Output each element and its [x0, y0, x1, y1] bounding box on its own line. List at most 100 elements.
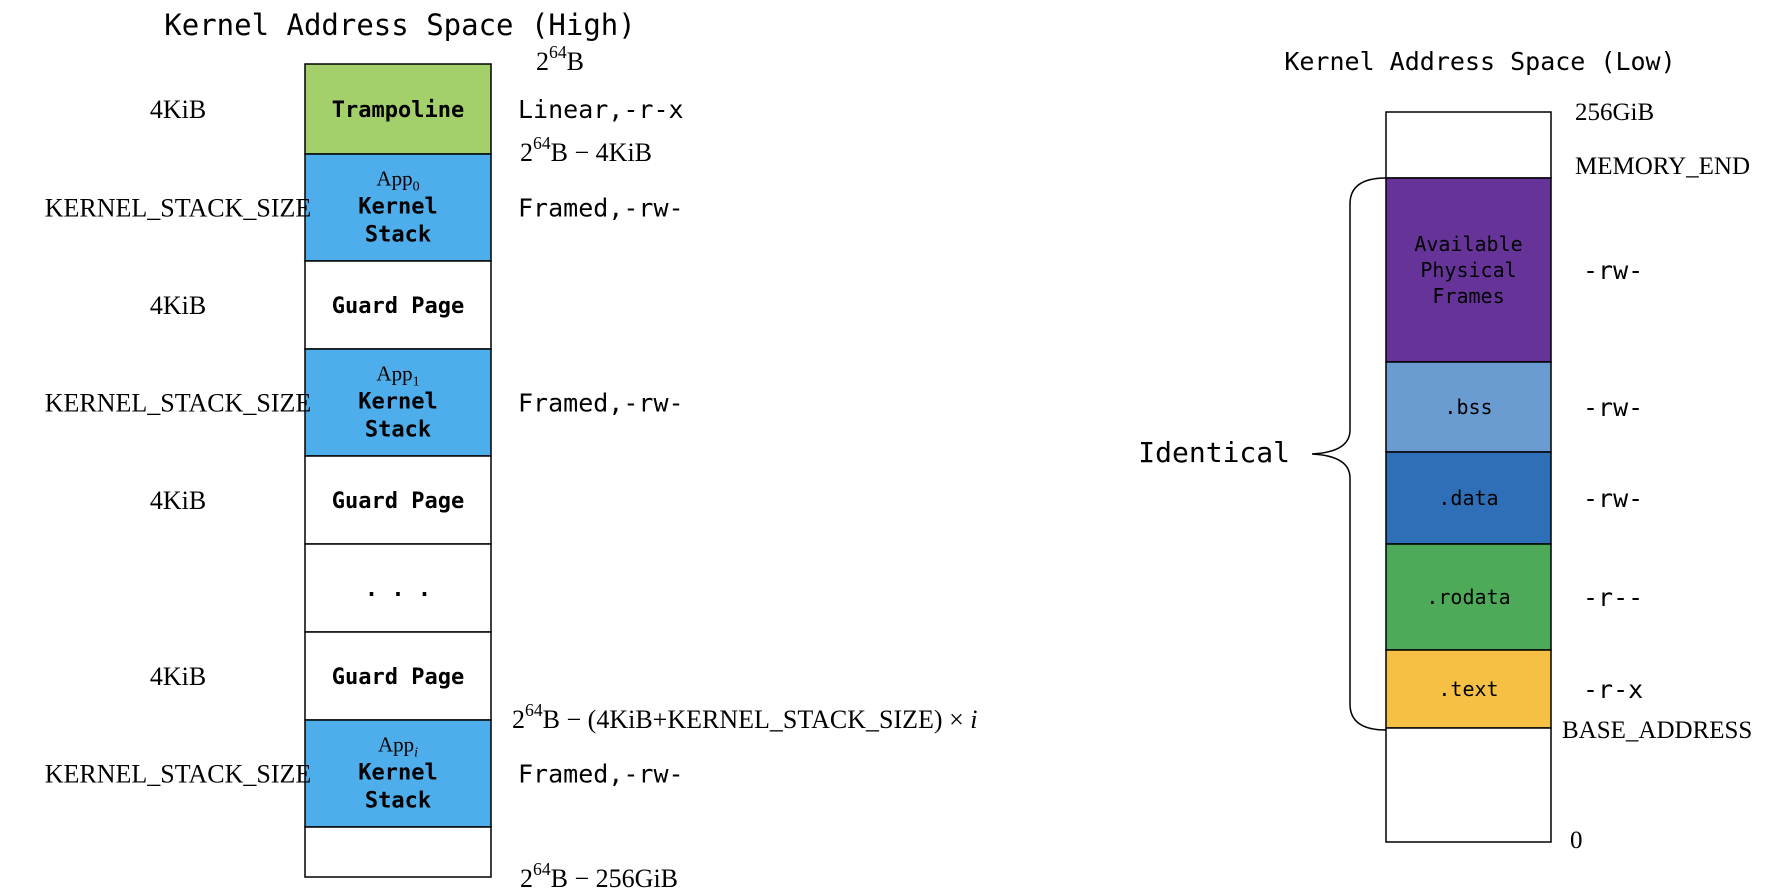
low-block-rodata: .rodata -r-- — [1385, 543, 1643, 651]
low-block-label: .text — [1438, 677, 1498, 701]
low-address-column: AvailablePhysicalFrames-rw-.bss-rw-.data… — [1385, 111, 1643, 843]
app-label-name: App — [378, 733, 414, 757]
high-block-rect — [304, 826, 492, 878]
low-perm-label: -r-- — [1583, 583, 1643, 612]
high-perm-label: Linear,-r-x — [518, 95, 684, 124]
low-block-data: .data -rw- — [1385, 451, 1643, 545]
low-block-label: .bss — [1444, 395, 1492, 419]
addr-app-i: 264B − (4KiB+KERNEL_STACK_SIZE) × i — [512, 700, 977, 734]
high-block-label: Kernel — [358, 761, 437, 786]
addr-app-i-var: i — [970, 705, 977, 734]
high-size-label: 4KiB — [150, 95, 206, 124]
high-block-rect — [304, 719, 492, 828]
high-size-label: KERNEL_STACK_SIZE — [45, 389, 312, 418]
high-space-title: Kernel Address Space (High) — [164, 8, 635, 42]
low-block-label: Available — [1414, 232, 1522, 256]
low-block-label: Physical — [1420, 258, 1516, 282]
low-perm-label: -rw- — [1583, 393, 1643, 422]
high-perm-label: Framed,-rw- — [518, 194, 684, 223]
app-label: App1 — [376, 362, 419, 390]
high-block-label: Stack — [365, 223, 431, 248]
low-perm-label: -rw- — [1583, 256, 1643, 285]
high-block-label: Stack — [365, 418, 431, 443]
low-addr-base-address: BASE_ADDRESS — [1562, 717, 1752, 744]
low-block-rect — [1385, 727, 1552, 843]
high-size-label: 4KiB — [150, 291, 206, 320]
app-label-index: i — [414, 746, 418, 761]
high-block-label: Guard Page — [332, 489, 464, 514]
high-block-label: Kernel — [358, 390, 437, 415]
addr-trampoline-rest: B − 4KiB — [551, 138, 652, 167]
addr-bottom-base: 2 — [520, 864, 533, 892]
addr-app-i-rest: B − (4KiB+KERNEL_STACK_SIZE) × — [543, 705, 971, 734]
addr-top-rest: B — [567, 47, 584, 76]
low-addr-zero: 0 — [1570, 827, 1583, 854]
low-block-rect — [1385, 361, 1552, 453]
addr-trampoline-exponent: 64 — [533, 133, 551, 153]
high-block-guard-page-1: Guard Page 4KiB — [150, 260, 492, 350]
low-block-rect — [1385, 543, 1552, 651]
app-label-name: App — [376, 167, 412, 191]
low-block-top-free — [1385, 111, 1552, 179]
addr-app-i-base: 2 — [512, 705, 525, 734]
addr-top: 264B — [536, 42, 584, 76]
low-block-rect — [1385, 451, 1552, 545]
high-block-rect — [304, 260, 492, 350]
low-block-label: .data — [1438, 486, 1498, 510]
high-block-ellipsis: . . . — [304, 543, 492, 633]
identical-brace — [1311, 177, 1387, 731]
high-block-rect — [304, 348, 492, 457]
high-block-rect — [304, 543, 492, 633]
high-block-trampoline: Trampoline 4KiB Linear,-r-x — [150, 63, 684, 155]
addr-bottom-exponent: 64 — [533, 859, 551, 879]
app-label: App0 — [376, 167, 419, 195]
high-perm-label: Framed,-rw- — [518, 389, 684, 418]
addr-bottom: 264B − 256GiB — [520, 859, 678, 892]
addr-bottom-rest: B − 256GiB — [551, 864, 678, 892]
high-block-guard-page-2: Guard Page 4KiB — [150, 455, 492, 545]
low-addr-memory-end: MEMORY_END — [1575, 153, 1750, 180]
high-size-label: KERNEL_STACK_SIZE — [45, 194, 312, 223]
low-block-rect — [1385, 177, 1552, 363]
low-block-rect — [1385, 111, 1552, 179]
app-label: Appi — [378, 733, 418, 761]
high-block-bottom-space — [304, 826, 492, 878]
low-address-labels: 256GiB MEMORY_END BASE_ADDRESS 0 — [1562, 99, 1752, 854]
high-block-rect — [304, 455, 492, 545]
low-block-bss: .bss -rw- — [1385, 361, 1643, 453]
high-block-label: Stack — [365, 789, 431, 814]
high-size-label: 4KiB — [150, 486, 206, 515]
identical-label: Identical — [1138, 436, 1290, 469]
low-space-title: Kernel Address Space (Low) — [1284, 47, 1675, 76]
high-block-guard-page-3: Guard Page 4KiB — [150, 631, 492, 721]
low-block-label: .rodata — [1426, 585, 1510, 609]
app-label-index: 1 — [413, 375, 420, 390]
high-block-label: Guard Page — [332, 294, 464, 319]
high-size-label: 4KiB — [150, 662, 206, 691]
low-perm-label: -r-x — [1583, 675, 1643, 704]
addr-trampoline: 264B − 4KiB — [520, 133, 652, 167]
high-size-label: KERNEL_STACK_SIZE — [45, 760, 312, 789]
low-perm-label: -rw- — [1583, 484, 1643, 513]
low-block-text: .text -r-x — [1385, 649, 1643, 729]
high-perm-label: Framed,-rw- — [518, 760, 684, 789]
app-label-index: 0 — [413, 180, 420, 195]
app-label-name: App — [376, 362, 412, 386]
high-block-label: Guard Page — [332, 665, 464, 690]
high-block-label: Trampoline — [332, 98, 464, 123]
low-block-label: Frames — [1432, 284, 1504, 308]
low-addr-256gib: 256GiB — [1575, 99, 1654, 126]
addr-top-exponent: 64 — [549, 42, 567, 62]
high-block-label: . . . — [365, 577, 431, 602]
high-block-label: Kernel — [358, 195, 437, 220]
addr-top-base: 2 — [536, 47, 549, 76]
low-block-rect — [1385, 649, 1552, 729]
addr-trampoline-base: 2 — [520, 138, 533, 167]
